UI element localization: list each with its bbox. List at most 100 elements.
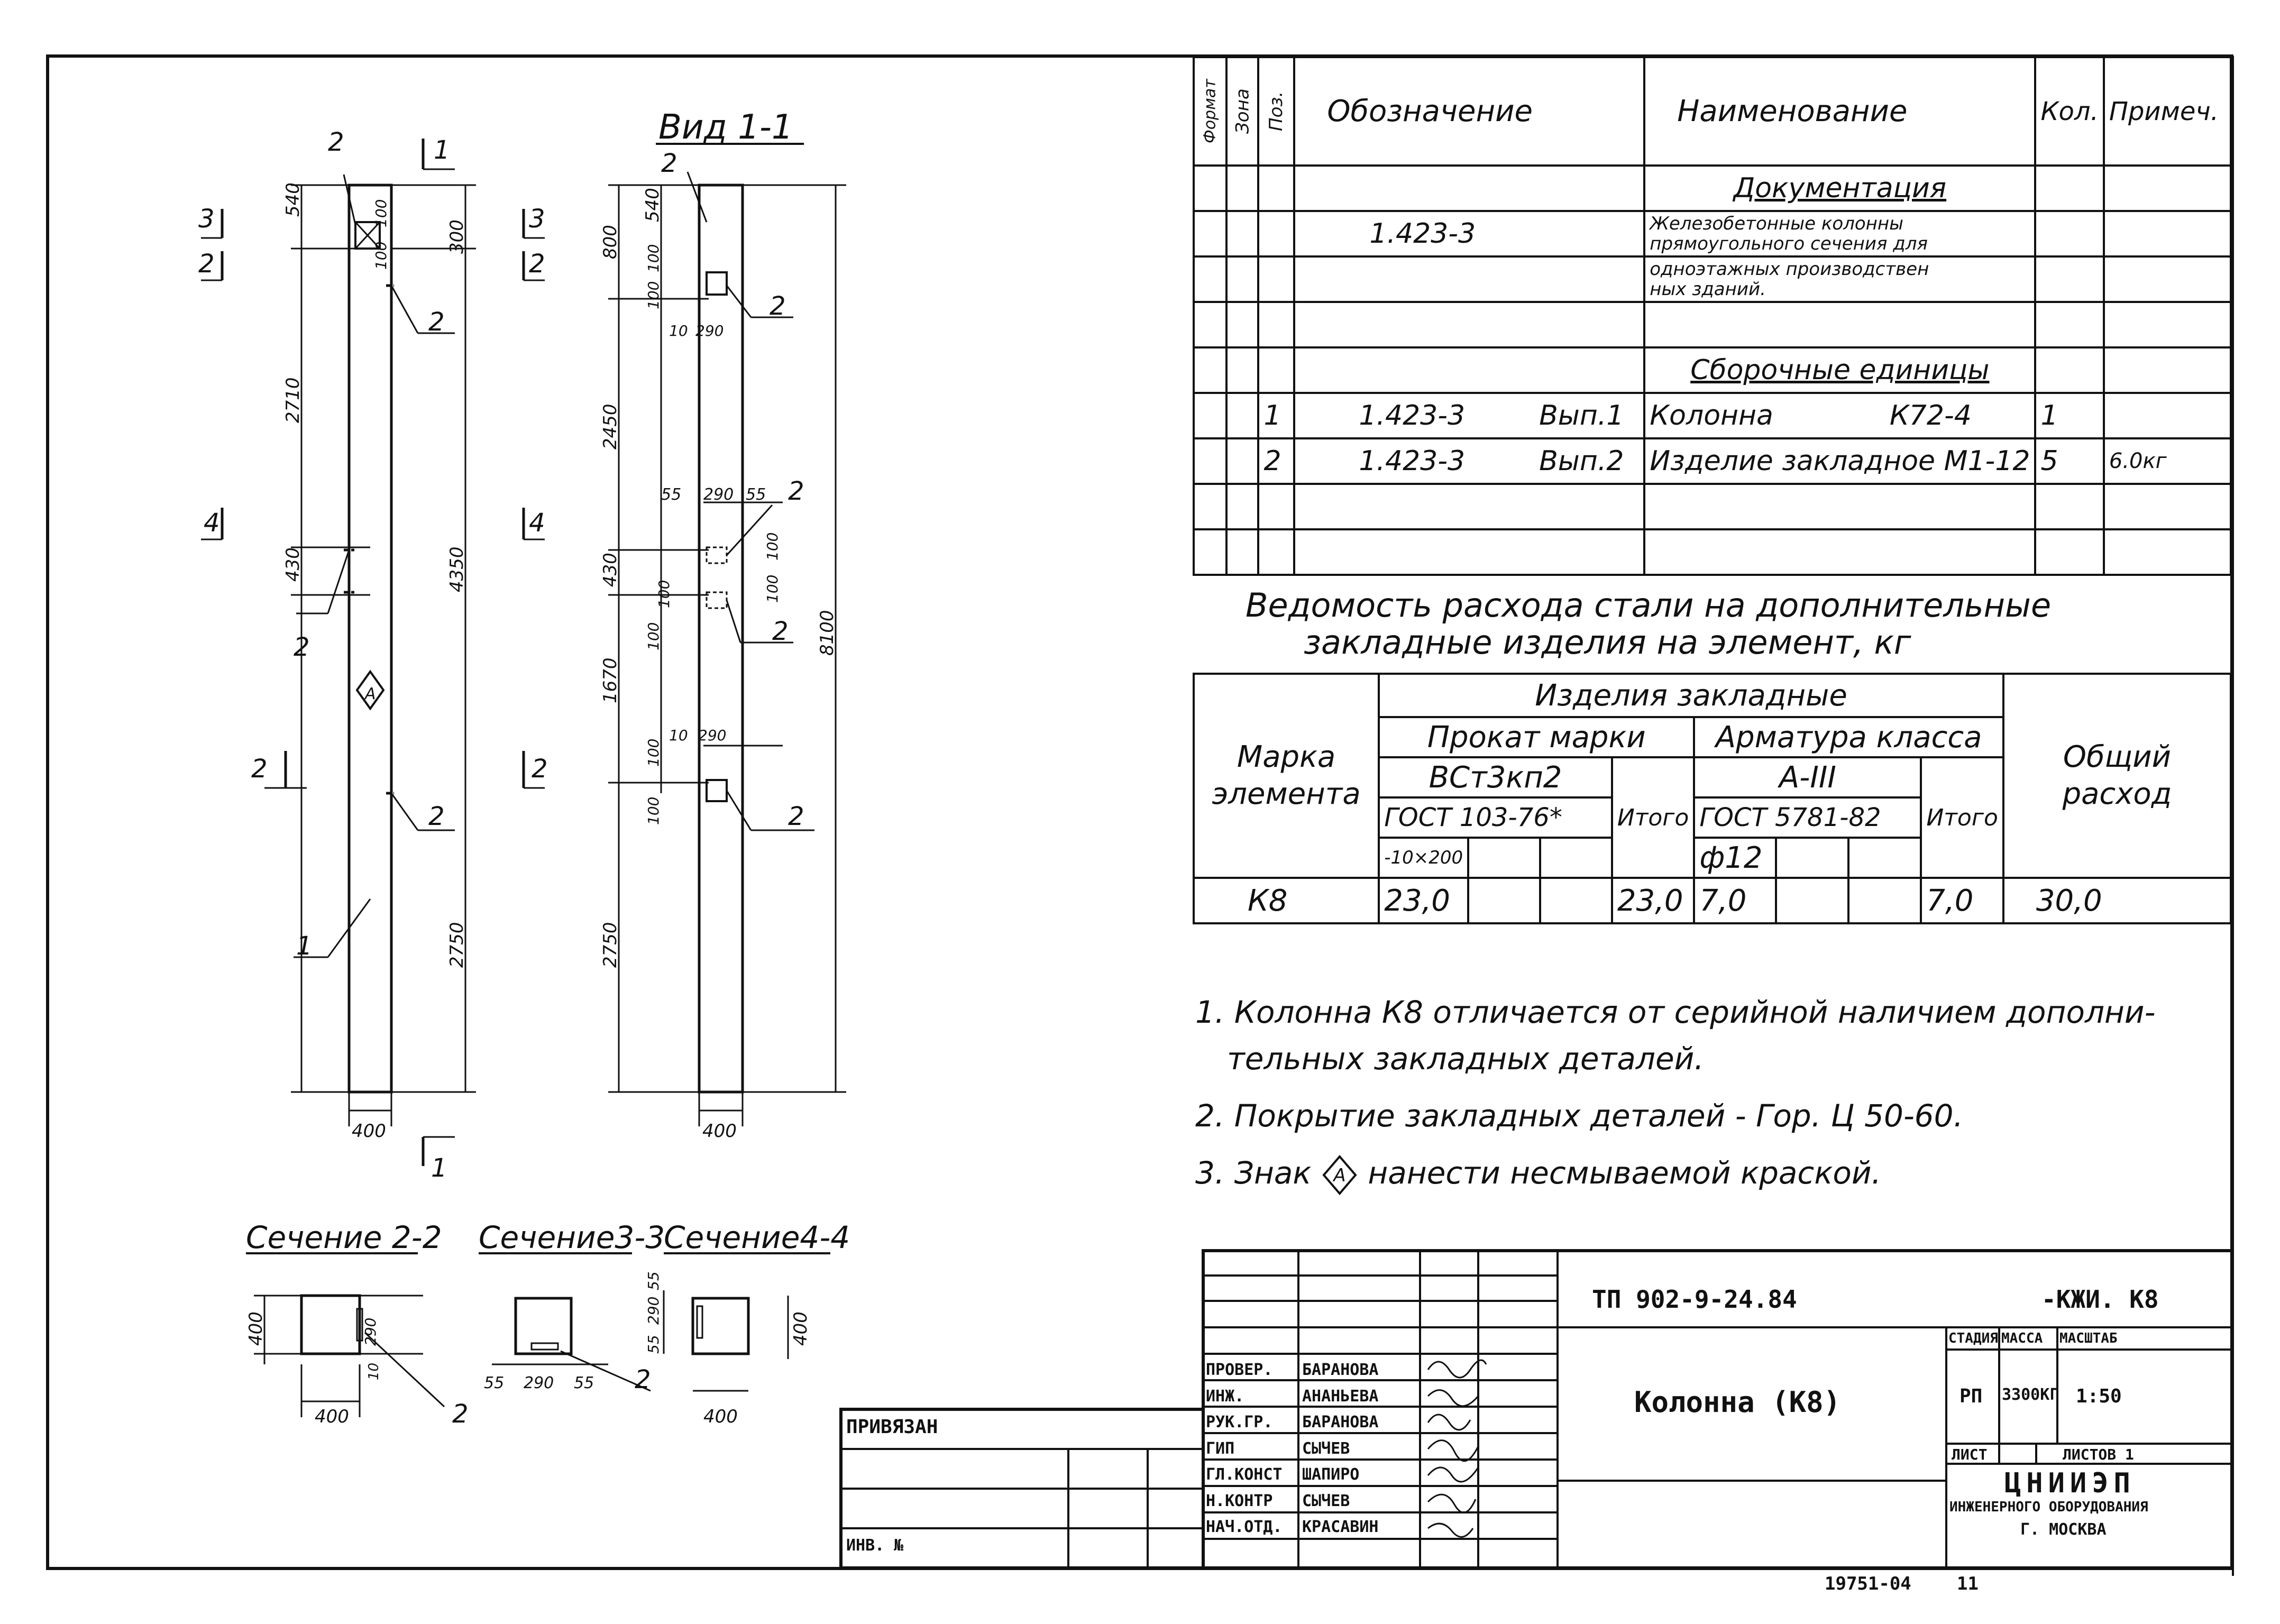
spec-doc-name-line: Железобетонные колонны: [1650, 213, 1903, 234]
dim-label: 55: [574, 1374, 594, 1392]
spec-row-issue: Вып.2: [1539, 445, 1624, 477]
diamond-sign-letter: А: [364, 685, 376, 703]
steel-rolled-gost: ГОСТ 103-76*: [1378, 796, 1613, 839]
dim-label: 10: [669, 727, 688, 744]
note-line: тельных закладных деталей.: [1227, 1041, 1704, 1077]
title-name: АНАНЬЕВА: [1302, 1387, 1379, 1406]
diamond-sign-icon: [355, 669, 385, 711]
dim-label: 400: [352, 1121, 386, 1142]
leader-label: 2: [661, 149, 677, 178]
dim-label: 290: [695, 322, 724, 340]
dim-label: 290: [698, 727, 726, 744]
dim-label: 800: [600, 225, 621, 259]
steel-overall-header: Общий: [2063, 740, 2172, 774]
spec-row-pos: 1: [1257, 392, 1296, 439]
steel-rebar-title: Арматура класса: [1693, 716, 2004, 758]
signature-icon: [1427, 1414, 1471, 1431]
note-line: 2. Покрытие закладных деталей - Гор. Ц 5…: [1195, 1098, 1964, 1134]
dim-label: 100: [372, 242, 390, 270]
steel-row-rolled: 23,0: [1378, 877, 1470, 924]
sheet-label: ЛИСТ: [1952, 1446, 1988, 1463]
dim-label: 400: [315, 1406, 349, 1427]
dim-label: 2750: [600, 922, 621, 968]
spec-row-issue: Вып.1: [1539, 400, 1624, 432]
dim-label: 8100: [817, 610, 838, 656]
org-name: ЦНИИЭП: [2004, 1467, 2136, 1499]
mass-label: МАССА: [2001, 1331, 2043, 1346]
org-sub: ИНЖЕНЕРНОГО ОБОРУДОВАНИЯ: [1949, 1499, 2148, 1515]
steel-rolled-grade: ВСт3кп2: [1378, 756, 1613, 799]
steel-row-mark: К8: [1192, 877, 1380, 924]
spec-section-docs: Документация: [1643, 164, 2037, 212]
steel-rolled-total-label: Итого: [1610, 756, 1696, 879]
steel-title: Ведомость расхода стали на дополнительны…: [1246, 587, 2051, 661]
footer-number: 19751-04: [1825, 1573, 1911, 1594]
title-block-roles: ПРОВЕР. ИНЖ. РУК.ГР. ГИП ГЛ.КОНСТ Н.КОНТ…: [1206, 1357, 1296, 1540]
spec-row-name: Изделие закладное М1-12: [1643, 437, 2037, 485]
steel-rolled-size: -10×200: [1378, 837, 1470, 879]
section-title: Сечение 2-2: [246, 1219, 442, 1255]
title-role: Н.КОНТР: [1206, 1491, 1273, 1510]
dim-label: 100: [655, 580, 673, 608]
steel-rebar-class: А-III: [1693, 756, 1922, 799]
dim-label: 2750: [446, 922, 468, 968]
title-role: ИНЖ.: [1206, 1387, 1244, 1406]
leader-label: 2: [294, 632, 310, 662]
dim-label: 55: [661, 485, 681, 504]
signature-icon: [1427, 1439, 1479, 1462]
view-title: Вид 1-1: [658, 108, 793, 147]
spec-doc-designation: 1.423-3: [1293, 210, 1646, 258]
diamond-sign-icon: А: [1322, 1154, 1357, 1195]
signature-icon: [1427, 1466, 1479, 1483]
inv-label: ИНВ. №: [846, 1536, 904, 1555]
privyazan-label: ПРИВЯЗАН: [846, 1416, 938, 1438]
spec-row-note: 6.0кг: [2102, 437, 2232, 485]
cut-label: 4: [204, 508, 220, 538]
section-4-4-profile: [691, 1297, 750, 1355]
cut-label: 1: [434, 135, 450, 165]
doc-code: ТП 902-9-24.84: [1592, 1285, 1797, 1314]
dim-label: 2450: [600, 403, 621, 449]
note-sign-letter: А: [1332, 1165, 1345, 1186]
title-role: ГЛ.КОНСТ: [1206, 1465, 1283, 1484]
spec-doc-name-line: прямоугольного сечения для: [1650, 233, 1928, 254]
cut-label: 2: [198, 249, 215, 279]
cut-label: 3: [529, 204, 545, 234]
dim-label: 100: [764, 533, 781, 561]
spec-row-note: [2102, 392, 2232, 439]
dim-label: 100: [645, 797, 662, 825]
title-name: КРАСАВИН: [1302, 1518, 1379, 1536]
dim-label: 100: [645, 244, 662, 272]
leader-label: 2: [788, 476, 804, 506]
leader-label: 2: [428, 307, 445, 337]
leader-label: 2: [770, 291, 786, 321]
dim-label: 400: [790, 1311, 811, 1346]
leader-label: 2: [635, 1365, 651, 1394]
spec-header-note: Примеч.: [2102, 56, 2232, 167]
mass-value: 3300КГ: [2002, 1386, 2059, 1404]
steel-row-rolled-total: 23,0: [1610, 877, 1696, 924]
section-3-3-profile: [514, 1297, 573, 1355]
dim-label: 400: [703, 1406, 738, 1427]
dim-label: 290: [703, 485, 734, 504]
steel-row-overall: 30,0: [2002, 877, 2232, 924]
signature-icon: [1427, 1389, 1479, 1407]
title-name: СЫЧЕВ: [1302, 1439, 1350, 1458]
spec-section-docs-row: Документация: [1193, 164, 2232, 212]
signature-icon: [1427, 1522, 1474, 1538]
cut-label: 2: [532, 754, 548, 784]
stage-label: СТАДИЯ: [1948, 1331, 1998, 1346]
leader-label: 1: [296, 931, 313, 961]
spec-header-designation: Обозначение: [1293, 56, 1646, 167]
side-view-column: [698, 183, 744, 1094]
dim-label: 290: [362, 1318, 379, 1346]
sheet-code: -КЖИ. К8: [2041, 1285, 2159, 1314]
spec-row-qty: 1: [2034, 392, 2105, 439]
leader-label: 2: [328, 127, 344, 157]
sheets-label: ЛИСТОВ 1: [2063, 1446, 2134, 1463]
footer-page: 11: [1957, 1573, 1979, 1594]
dim-label: 100: [372, 199, 390, 227]
dim-label: 100: [645, 281, 662, 309]
dim-label: 430: [600, 553, 621, 587]
